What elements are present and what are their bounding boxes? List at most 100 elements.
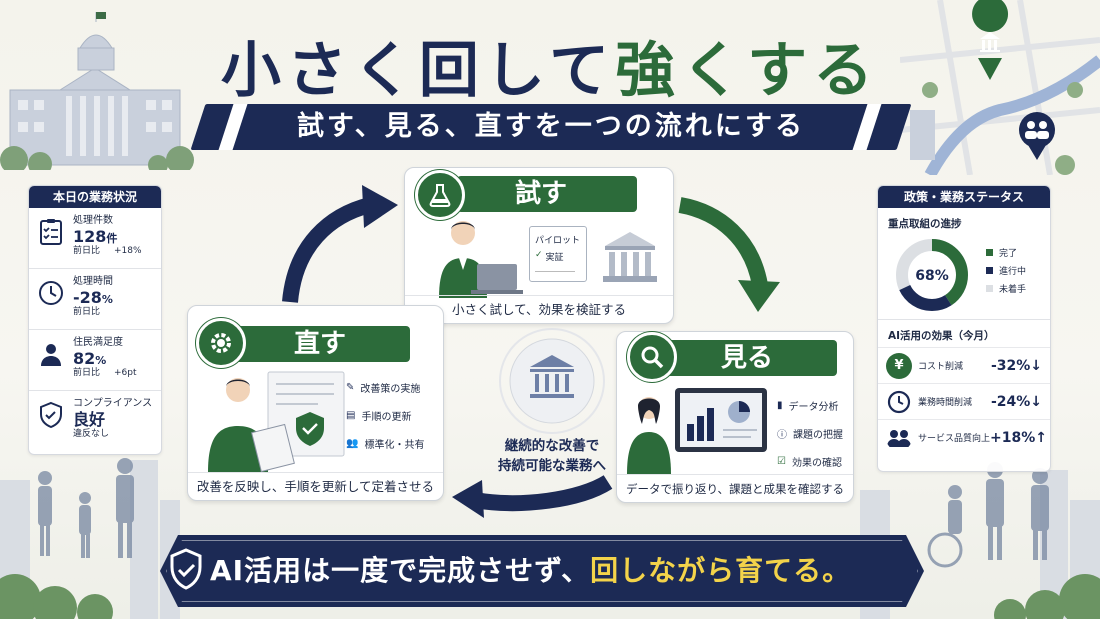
status-sub-label: 前日比	[73, 246, 101, 257]
see-item-analysis: ▮データ分析	[777, 400, 839, 413]
person-clipboard-illustration	[208, 371, 345, 472]
clock-icon	[887, 390, 911, 413]
effect-row-time: 業務時間削減 -24%↓	[878, 383, 1050, 419]
subtitle: 試す、見る、直すを一つの流れにする	[296, 111, 806, 142]
bottom-banner	[160, 535, 924, 607]
effect-row-cost: ¥ コスト削減 -32%↓	[878, 347, 1050, 383]
legend-done: 完了	[986, 245, 1026, 263]
checklist-icon	[40, 219, 62, 245]
arrow-fix-to-try-head	[362, 185, 398, 228]
status-value: 128件	[73, 227, 118, 246]
yen-icon: ¥	[886, 352, 912, 379]
page-title-emphasis: 強くする	[615, 36, 880, 106]
bar-chart-icon: ▮	[777, 400, 783, 411]
document-icon: ▤	[346, 410, 356, 421]
progress-title: 重点取組の進捗	[888, 218, 962, 230]
status-value: 82%	[73, 349, 107, 368]
bottom-banner-message: AI活用は一度で完成させず、回しながら育てる。	[210, 554, 852, 587]
check-icon: ✓	[535, 250, 543, 260]
legend-not-started: 未着手	[986, 281, 1026, 299]
arrow-try-to-see	[678, 197, 768, 287]
status-sub-label: 前日比	[73, 368, 101, 379]
effect-value: -32%↓	[990, 357, 1042, 374]
step-caption-fix: 改善を反映し、手順を更新して定着させる	[188, 472, 443, 500]
people-icon	[887, 429, 911, 447]
step-title-fix: 直す	[234, 326, 410, 362]
pilot-board-item: ✓実証	[535, 250, 564, 263]
person-laptop-illustration	[439, 221, 523, 298]
effects-title: AI活用の効果（今月）	[878, 319, 1050, 347]
flask-icon	[415, 170, 465, 220]
see-item-effects: ☑効果の確認	[777, 456, 842, 469]
status-sub-label: 前日比	[73, 307, 101, 318]
fix-item-share: 👥標準化・共有	[346, 438, 425, 451]
step-title-see: 見る	[665, 340, 837, 376]
effect-row-quality: サービス品質向上 +18%↑	[878, 419, 1050, 455]
status-value: 良好	[73, 410, 106, 429]
effect-value: +18%↑	[990, 429, 1047, 446]
status-label: コンプライアンス	[73, 398, 153, 409]
progress-donut-chart: 68%	[896, 239, 968, 311]
shield-check-icon	[40, 401, 62, 429]
group-icon: 👥	[346, 438, 359, 449]
progress-donut-done-arc	[896, 239, 968, 311]
step-card-fix: 直す ✎改善策の実施 ▤手順の更新 👥標準化・共有 改善を反映し、手順を更新して…	[187, 305, 444, 501]
building-icon	[530, 355, 574, 398]
person-icon	[41, 344, 61, 366]
alert-icon: ⓘ	[777, 430, 787, 441]
step-card-try: 試す パイロット ✓実証 小さく試して、効果を検証する	[404, 167, 674, 324]
magnifier-icon	[627, 332, 677, 382]
bottom-banner-highlight: 回しながら育てる。	[590, 554, 852, 587]
legend-in-progress: 進行中	[986, 263, 1026, 281]
arrow-fix-to-try	[282, 197, 373, 303]
fix-item-update: ▤手順の更新	[346, 410, 412, 423]
clock-icon	[39, 281, 63, 305]
effect-label: サービス品質向上	[918, 434, 991, 444]
status-row-compliance: コンプライアンス良好違反なし	[29, 391, 161, 452]
arrow-see-to-fix-head	[452, 480, 484, 518]
progress-donut-progress-arc	[896, 239, 968, 311]
bottom-banner-frame	[166, 540, 918, 602]
daily-status-heading: 本日の業務状況	[29, 186, 161, 208]
step-caption-see: データで振り返り、課題と成果を確認する	[617, 474, 853, 502]
government-building-illustration	[0, 12, 194, 170]
status-sub-label: 違反なし	[73, 429, 110, 440]
fix-item-implement: ✎改善策の実施	[346, 382, 421, 395]
person-dashboard-illustration	[627, 388, 767, 474]
city-map-illustration	[900, 0, 1100, 175]
gear-icon	[196, 318, 246, 368]
checkbox-icon: ☑	[777, 456, 786, 467]
status-sub-value: +18%	[114, 246, 142, 257]
effect-value: -24%↓	[990, 393, 1042, 410]
step-title-try: 試す	[457, 176, 637, 212]
status-label: 住民満足度	[73, 337, 123, 348]
progress-legend: 完了 進行中 未着手	[986, 245, 1026, 299]
step-caption-try: 小さく試して、効果を検証する	[405, 295, 673, 323]
status-sub-value: +6pt	[114, 368, 137, 379]
pilot-board: パイロット ✓実証	[529, 226, 587, 282]
building-icon	[603, 232, 657, 282]
arrow-see-to-fix	[473, 475, 613, 512]
shield-check-icon	[170, 548, 202, 590]
arrow-try-to-see-head	[738, 280, 780, 312]
policy-status-heading: 政策・業務ステータス	[878, 186, 1050, 208]
pilot-board-title: パイロット	[535, 236, 581, 246]
page-title: 小さく回して強くする	[220, 36, 880, 106]
status-label: 処理件数	[73, 215, 113, 226]
effect-label: 業務時間削減	[918, 398, 973, 408]
progress-donut-section: 68% 完了 進行中 未着手	[878, 233, 1050, 319]
effect-label: コスト削減	[918, 362, 964, 372]
progress-percent: 68%	[915, 268, 949, 284]
policy-status-panel: 政策・業務ステータス 重点取組の進捗 68% 完了 進行中 未着手 AI活用の効…	[877, 185, 1051, 472]
status-label: 処理時間	[73, 276, 113, 287]
center-message: 継続的な改善で持続可能な業務へ	[498, 438, 606, 474]
status-row-time: 処理時間-28%前日比	[29, 269, 161, 330]
status-value: -28%	[73, 288, 113, 307]
